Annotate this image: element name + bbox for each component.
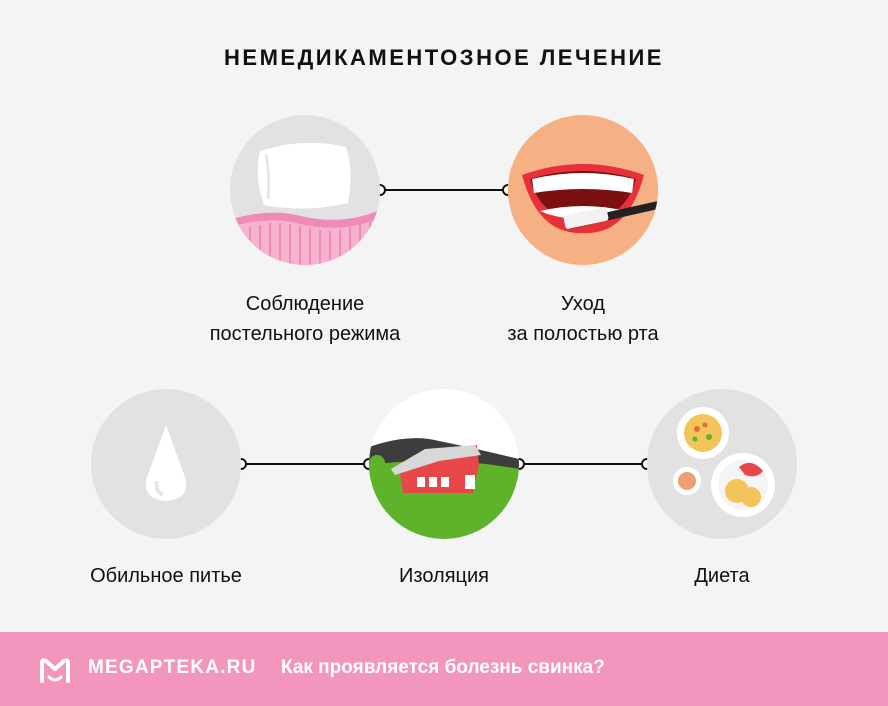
water-drop-icon bbox=[91, 389, 241, 539]
diet-label: Диета bbox=[572, 561, 872, 591]
diet-circle bbox=[647, 389, 797, 539]
label-line: Изоляция bbox=[399, 565, 489, 587]
pillow-icon bbox=[230, 115, 380, 265]
brand-name[interactable]: MEGAPTEKA.RU bbox=[88, 657, 257, 678]
bed-rest-circle bbox=[230, 115, 380, 265]
article-title[interactable]: Как проявляется болезнь свинка? bbox=[281, 657, 605, 678]
drink-circle bbox=[91, 389, 241, 539]
drink-label: Обильное питье bbox=[16, 561, 316, 591]
food-plates-icon bbox=[647, 389, 797, 539]
page-title: НЕМЕДИКАМЕНТОЗНОЕ ЛЕЧЕНИЕ bbox=[224, 45, 664, 70]
oral-care-label: Уход за полостью рта bbox=[433, 289, 733, 349]
isolation-label: Изоляция bbox=[294, 561, 594, 591]
house-icon bbox=[369, 389, 519, 539]
oral-care-circle bbox=[508, 115, 658, 265]
bed-rest-label: Соблюдение постельного режима bbox=[155, 289, 455, 349]
label-line: постельного режима bbox=[209, 323, 401, 345]
label-line: Диета bbox=[694, 565, 750, 587]
label-line: Соблюдение bbox=[245, 293, 365, 315]
megapteka-logo-icon[interactable] bbox=[38, 655, 72, 685]
label-line: за полостью рта bbox=[507, 323, 659, 345]
label-line: Обильное питье bbox=[90, 565, 242, 587]
footer-bar bbox=[0, 632, 888, 706]
isolation-circle bbox=[369, 389, 519, 539]
label-line: Уход bbox=[561, 293, 605, 315]
toothbrush-smile-icon bbox=[508, 115, 658, 265]
